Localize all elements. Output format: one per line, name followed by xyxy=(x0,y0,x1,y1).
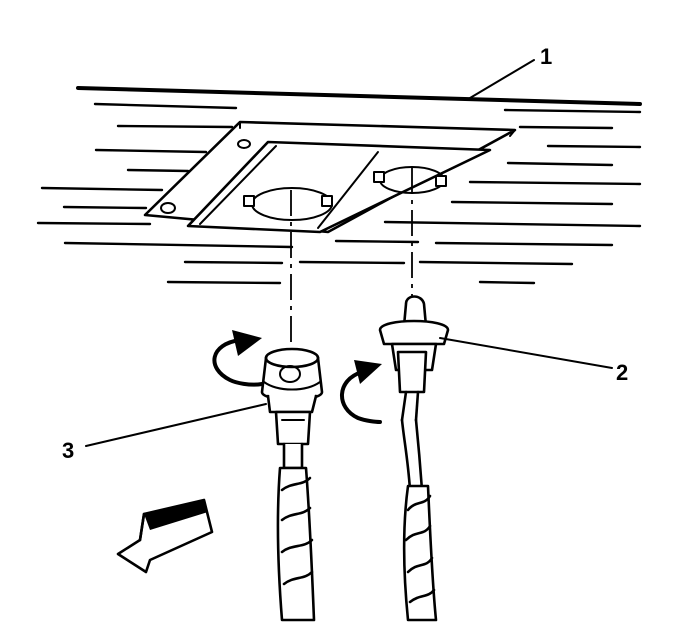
socket-assembly-3 xyxy=(260,347,324,622)
callout-2: 2 xyxy=(616,360,628,385)
rotate-arrow-icon xyxy=(212,330,264,387)
callout-1: 1 xyxy=(540,44,552,69)
callout-3: 3 xyxy=(62,438,74,463)
alignment-lines xyxy=(290,168,413,346)
mounting-bracket xyxy=(143,120,517,234)
socket-assembly-2 xyxy=(378,295,450,622)
front-direction-arrow-icon xyxy=(116,498,214,574)
leader-lines xyxy=(85,59,613,447)
rotate-arrow-icon xyxy=(340,360,382,424)
mounting-surface xyxy=(36,86,642,285)
